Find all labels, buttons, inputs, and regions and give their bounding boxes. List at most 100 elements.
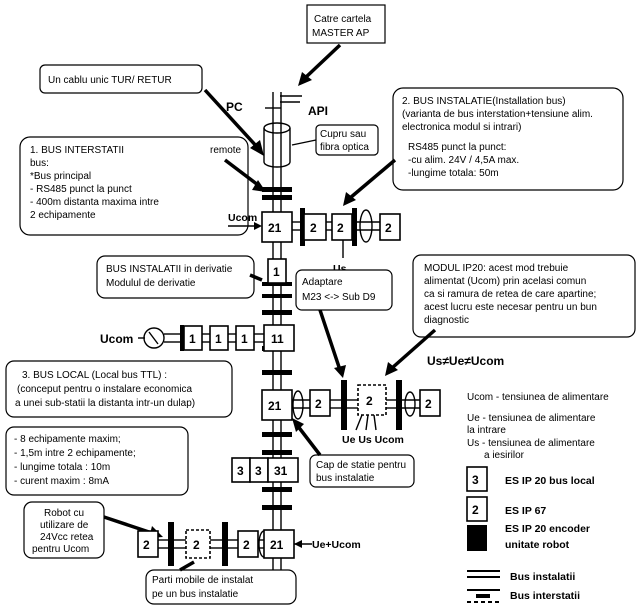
bus-instalatie-line4: RS485 punct la punct: bbox=[408, 142, 506, 153]
specs-line2: - 1,5m intre 2 echipamente; bbox=[14, 448, 136, 459]
modul-ip20-line1: MODUL IP20: acest mod trebuie bbox=[424, 263, 569, 274]
callout-bus-local: 3. BUS LOCAL (Local bus TTL) : (conceput… bbox=[5, 360, 233, 418]
modul-ip20-line4: acest lucru este necesar pentru un bun bbox=[424, 302, 597, 313]
label-ue-plus-ucom: Ue+Ucom bbox=[312, 539, 361, 551]
callout-derivatie: BUS INSTALATII in derivatie Modulul de d… bbox=[96, 255, 255, 299]
bus-interstatii-line2: remote bbox=[210, 145, 242, 156]
meter-icon bbox=[143, 327, 165, 349]
bus-instalatie-line3: electronica modul si intrari) bbox=[402, 122, 522, 133]
module-1-derivatie-label: 1 bbox=[273, 265, 280, 279]
module-2-mid-b-label: 2 bbox=[425, 397, 432, 411]
module-2-bot-a-label: 2 bbox=[143, 538, 150, 552]
legend: Ucom - tensiunea de alimentare Ue - tens… bbox=[466, 392, 609, 603]
label-ucom-2: Ucom bbox=[100, 332, 133, 346]
callout-cupru-line1: Cupru sau bbox=[320, 129, 366, 140]
fiber-cylinder bbox=[263, 122, 291, 168]
bus-local-line2: (conceput pentru o instalare economica bbox=[17, 384, 193, 395]
callout-adaptare: Adaptare M23 <-> Sub D9 bbox=[295, 269, 393, 311]
cap-statie-line1: Cap de statie pentru bbox=[316, 460, 406, 471]
robot-line3: 24Vcc retea bbox=[40, 532, 94, 543]
bus-instalatie-line5: -cu alim. 24V / 4,5A max. bbox=[408, 155, 519, 166]
legend-ucom: Ucom - tensiunea de alimentare bbox=[467, 392, 609, 403]
callout-master-line2: MASTER AP bbox=[312, 28, 370, 39]
module-21-mid bbox=[261, 389, 293, 421]
module-2-ip20-label: 2 bbox=[366, 394, 373, 408]
module-2-mid-a-label: 2 bbox=[315, 397, 322, 411]
callout-bus-interstatii: 1. BUS INTERSTATII remote bus: *Bus prin… bbox=[19, 136, 249, 236]
module-11-label: 11 bbox=[271, 332, 284, 346]
module-2-mid-b bbox=[419, 389, 441, 417]
bus-interstatii-line6: - 400m distanta maxima intre bbox=[30, 197, 159, 208]
module-3-a-label: 3 bbox=[237, 464, 244, 478]
label-pc: PC bbox=[226, 100, 243, 114]
adaptare-line2: M23 <-> Sub D9 bbox=[302, 292, 376, 303]
module-2-c-label: 2 bbox=[385, 221, 392, 235]
adaptare-line1: Adaptare bbox=[302, 277, 343, 288]
parti-mobile-line2: pe un bus instalatie bbox=[152, 589, 239, 600]
specs-line1: - 8 echipamente maxim; bbox=[14, 434, 121, 445]
module-2-bot-c bbox=[237, 530, 259, 558]
label-api: API bbox=[308, 104, 328, 118]
bus-instalatie-line1: 2. BUS INSTALATIE(Installation bus) bbox=[402, 96, 566, 107]
legend-bus-instalatii: Bus instalatii bbox=[510, 571, 575, 583]
module-2-bot-c-label: 2 bbox=[243, 538, 250, 552]
specs-line4: - curent maxim : 8mA bbox=[14, 476, 109, 487]
legend-us-1: Us - tensiunea de alimentare bbox=[467, 438, 595, 449]
module-31 bbox=[267, 457, 299, 483]
callout-modul-ip20: MODUL IP20: acest mod trebuie alimentat … bbox=[412, 254, 636, 338]
label-ucom-1: Ucom bbox=[228, 212, 257, 224]
legend-symbol-3 bbox=[466, 466, 488, 492]
module-2-mid-a bbox=[309, 389, 331, 417]
label-ue-us-ucom: Ue Us Ucom bbox=[342, 434, 404, 446]
bus-local-line1: 3. BUS LOCAL (Local bus TTL) : bbox=[22, 370, 167, 381]
callout-cupru: Cupru sau fibra optica bbox=[315, 124, 379, 156]
bus-interstatii-line5: - RS485 punct la punct bbox=[30, 184, 132, 195]
module-1-a bbox=[183, 325, 203, 351]
callout-cable: Un cablu unic TUR/ RETUR bbox=[39, 64, 203, 94]
legend-symbol-3-label: 3 bbox=[472, 473, 479, 487]
module-1-c-label: 1 bbox=[241, 332, 248, 346]
modul-ip20-line2: alimentat (Ucom) prin acelasi comun bbox=[424, 276, 586, 287]
legend-symbol-2 bbox=[466, 496, 488, 522]
module-21-mid-label: 21 bbox=[268, 399, 282, 413]
callout-robot: Robot cu utilizare de 24Vcc retea pentru… bbox=[23, 501, 105, 559]
module-2-bot-b bbox=[185, 529, 211, 559]
cap-statie-line2: bus instalatie bbox=[316, 473, 375, 484]
legend-label-encoder: ES IP 20 encoder bbox=[505, 523, 590, 535]
module-21-top bbox=[261, 211, 293, 243]
bus-instalatie-line6: -lungime totala: 50m bbox=[408, 168, 499, 179]
callout-bus-instalatie: 2. BUS INSTALATIE(Installation bus) (var… bbox=[392, 87, 624, 191]
legend-symbol-2-label: 2 bbox=[472, 503, 479, 517]
derivatie-line2: Modulul de derivatie bbox=[106, 278, 196, 289]
robot-line1: Robot cu bbox=[44, 508, 84, 519]
callout-specs: - 8 echipamente maxim; - 1,5m intre 2 ec… bbox=[5, 426, 189, 496]
bus-interstatii-line1: 1. BUS INTERSTATII bbox=[30, 145, 124, 156]
callout-master: Catre cartela MASTER AP bbox=[306, 4, 386, 44]
module-11 bbox=[263, 324, 295, 352]
legend-us-2: a iesirilor bbox=[484, 450, 525, 461]
callout-master-line1: Catre cartela bbox=[314, 14, 372, 25]
legend-label-encoder-2: unitate robot bbox=[505, 539, 570, 551]
bus-instalatie-line2: (varianta de bus interstation+tensiune a… bbox=[402, 109, 593, 120]
module-2-a-label: 2 bbox=[310, 221, 317, 235]
modul-ip20-line5: diagnostic bbox=[424, 315, 469, 326]
callout-cupru-line2: fibra optica bbox=[320, 142, 369, 153]
callout-cable-text: Un cablu unic TUR/ RETUR bbox=[48, 75, 172, 86]
legend-ue-1: Ue - tensiunea de alimentare bbox=[467, 413, 596, 424]
module-1-a-label: 1 bbox=[189, 332, 196, 346]
callout-cap-statie: Cap de statie pentru bus instalatie bbox=[309, 454, 415, 488]
legend-bus-interstatii: Bus interstatii bbox=[510, 590, 580, 602]
module-2-a bbox=[303, 213, 327, 241]
label-formula: Us≠Ue≠Ucom bbox=[427, 354, 504, 368]
bus-local-line3: a unei sub-statii la distanta intr-un du… bbox=[15, 398, 195, 409]
bus-interstatii-line4: *Bus principal bbox=[30, 171, 91, 182]
module-3-b-label: 3 bbox=[255, 464, 262, 478]
specs-line3: - lungime totala : 10m bbox=[14, 462, 110, 473]
legend-symbol-encoder bbox=[467, 525, 487, 551]
robot-line2: utilizare de bbox=[40, 520, 89, 531]
module-1-b-label: 1 bbox=[215, 332, 222, 346]
module-1-c bbox=[235, 325, 255, 351]
module-2-bot-a bbox=[137, 530, 159, 558]
module-31-label: 31 bbox=[274, 464, 288, 478]
